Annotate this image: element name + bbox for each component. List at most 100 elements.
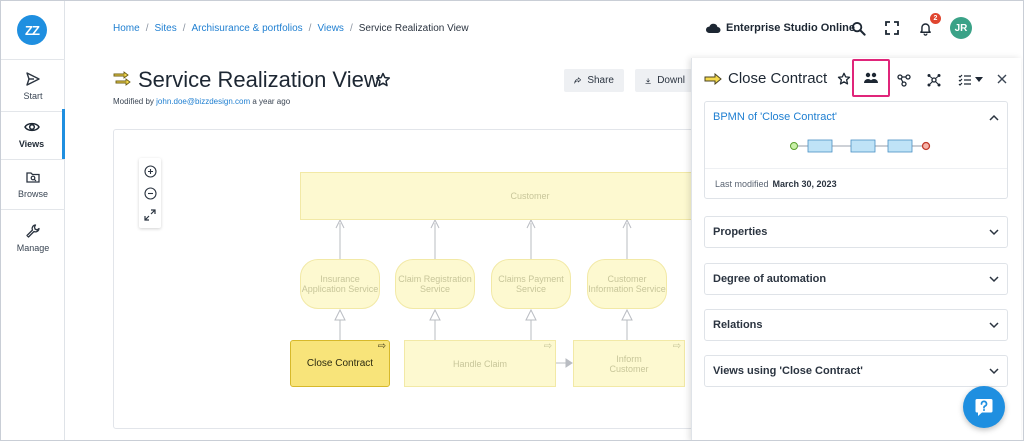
process-icon bbox=[704, 72, 722, 85]
element-label: Customer bbox=[510, 191, 550, 201]
page-title: Service Realization View bbox=[138, 67, 380, 92]
bpmn-section-title: BPMN of 'Close Contract' bbox=[713, 111, 838, 123]
nav-item-start[interactable]: Start bbox=[1, 61, 65, 111]
list-options-dropdown[interactable] bbox=[950, 66, 990, 94]
nav-divider bbox=[1, 209, 65, 210]
breadcrumb-views[interactable]: Views bbox=[317, 23, 344, 34]
checklist-icon bbox=[958, 74, 971, 86]
service-element[interactable]: Claims Payment Service bbox=[491, 259, 571, 309]
process-arrow-icon: ⇨ bbox=[672, 341, 681, 352]
people-icon bbox=[864, 72, 878, 83]
structure-tool-button[interactable] bbox=[890, 66, 918, 94]
close-icon[interactable] bbox=[997, 74, 1007, 84]
properties-section-title: Properties bbox=[713, 226, 768, 238]
help-chat-icon bbox=[975, 399, 993, 416]
views-using-section-header[interactable]: Views using 'Close Contract' bbox=[705, 356, 1007, 386]
modified-prefix: Modified by bbox=[113, 97, 154, 106]
nav-divider bbox=[1, 111, 65, 112]
nav-item-views[interactable]: Views bbox=[1, 109, 65, 159]
breadcrumb-separator: / bbox=[182, 23, 186, 34]
help-button[interactable] bbox=[963, 386, 1005, 428]
last-modified-value: March 30, 2023 bbox=[772, 178, 837, 189]
favorite-star-icon[interactable] bbox=[837, 72, 851, 86]
breadcrumb-sites[interactable]: Sites bbox=[154, 23, 177, 34]
network-tool-button[interactable] bbox=[920, 66, 948, 94]
service-element[interactable]: Customer Information Service bbox=[587, 259, 667, 309]
nav-item-manage[interactable]: Manage bbox=[1, 213, 65, 263]
bell-icon bbox=[919, 22, 931, 36]
breadcrumb-separator: / bbox=[349, 23, 353, 34]
properties-section[interactable]: Properties bbox=[704, 216, 1008, 248]
views-using-section-title: Views using 'Close Contract' bbox=[713, 365, 863, 377]
zoom-in-button[interactable] bbox=[143, 165, 157, 178]
nav-divider bbox=[1, 59, 65, 60]
search-icon bbox=[851, 21, 866, 36]
process-element[interactable]: Handle Claim ⇨ bbox=[404, 340, 556, 387]
modified-info: Modified by john.doe@bizzdesign.com a ye… bbox=[113, 97, 290, 106]
brand: Enterprise Studio Online bbox=[705, 22, 855, 34]
relations-section-header[interactable]: Relations bbox=[705, 310, 1007, 340]
last-modified: Last modified March 30, 2023 bbox=[705, 168, 1007, 198]
caret-down-icon bbox=[974, 77, 983, 82]
automation-section-header[interactable]: Degree of automation bbox=[705, 264, 1007, 294]
process-element[interactable]: Inform Customer ⇨ bbox=[573, 340, 685, 387]
zoom-out-icon bbox=[143, 187, 157, 200]
breadcrumb-current: Service Realization View bbox=[358, 23, 469, 34]
favorite-star-icon[interactable] bbox=[375, 72, 391, 88]
share-icon bbox=[574, 77, 582, 84]
share-label: Share bbox=[587, 75, 614, 86]
download-icon bbox=[645, 77, 651, 84]
bpmn-thumbnail bbox=[790, 139, 931, 153]
panel-title: Close Contract bbox=[728, 70, 828, 87]
properties-section-header[interactable]: Properties bbox=[705, 217, 1007, 247]
relations-section[interactable]: Relations bbox=[704, 309, 1008, 341]
breadcrumb-separator: / bbox=[308, 23, 312, 34]
process-element-selected[interactable]: Close Contract ⇨ bbox=[290, 340, 390, 387]
nav-item-label: Views bbox=[18, 139, 45, 149]
element-label: Claims Payment Service bbox=[498, 274, 564, 294]
download-button[interactable]: Downl bbox=[635, 69, 695, 92]
notification-badge: 2 bbox=[930, 13, 941, 24]
wrench-icon bbox=[26, 224, 40, 238]
panel-header: Close Contract bbox=[704, 70, 851, 87]
breadcrumb-separator: / bbox=[145, 23, 149, 34]
element-label: Claim Registration Service bbox=[398, 274, 472, 294]
element-label: Close Contract bbox=[306, 357, 374, 369]
share-button[interactable]: Share bbox=[564, 69, 624, 92]
customer-role-box[interactable]: Customer bbox=[300, 172, 760, 220]
fit-view-button[interactable] bbox=[144, 209, 156, 221]
user-avatar[interactable]: JR bbox=[950, 17, 972, 39]
breadcrumb-home[interactable]: Home bbox=[113, 23, 140, 34]
nav-item-browse[interactable]: Browse bbox=[1, 159, 65, 209]
service-element[interactable]: Insurance Application Service bbox=[300, 259, 380, 309]
search-button[interactable] bbox=[848, 18, 868, 38]
fullscreen-button[interactable] bbox=[882, 18, 902, 38]
views-using-section[interactable]: Views using 'Close Contract' bbox=[704, 355, 1008, 387]
chevron-up-icon bbox=[989, 114, 999, 121]
zoom-out-button[interactable] bbox=[143, 187, 157, 200]
chevron-down-icon bbox=[989, 275, 999, 282]
details-panel: Close Contract BPMN of 'Close Contract' bbox=[691, 58, 1021, 440]
service-element[interactable]: Claim Registration Service bbox=[395, 259, 475, 309]
modified-user-link[interactable]: john.doe@bizzdesign.com bbox=[156, 97, 251, 106]
nav-item-label: Manage bbox=[16, 243, 50, 253]
bpmn-preview[interactable] bbox=[705, 132, 1007, 168]
people-tool-button[interactable] bbox=[852, 59, 890, 97]
nav-item-label: Browse bbox=[17, 189, 48, 199]
network-icon bbox=[927, 74, 941, 87]
expand-icon bbox=[144, 209, 156, 221]
nav-item-label: Start bbox=[23, 91, 43, 101]
bpmn-section-header[interactable]: BPMN of 'Close Contract' bbox=[705, 102, 1007, 132]
breadcrumb-archisurance[interactable]: Archisurance & portfolios bbox=[191, 23, 303, 34]
modified-suffix: a year ago bbox=[252, 97, 291, 106]
app-logo[interactable]: ZZ bbox=[17, 15, 47, 45]
automation-section[interactable]: Degree of automation bbox=[704, 263, 1008, 295]
element-label: Handle Claim bbox=[452, 358, 508, 369]
cloud-icon bbox=[705, 23, 721, 33]
zoom-controls bbox=[139, 158, 161, 228]
bpmn-section: BPMN of 'Close Contract' Last modified bbox=[704, 101, 1008, 199]
chevron-down-icon bbox=[989, 321, 999, 328]
notifications-button[interactable]: 2 bbox=[915, 13, 941, 38]
last-modified-label: Last modified bbox=[715, 178, 769, 189]
